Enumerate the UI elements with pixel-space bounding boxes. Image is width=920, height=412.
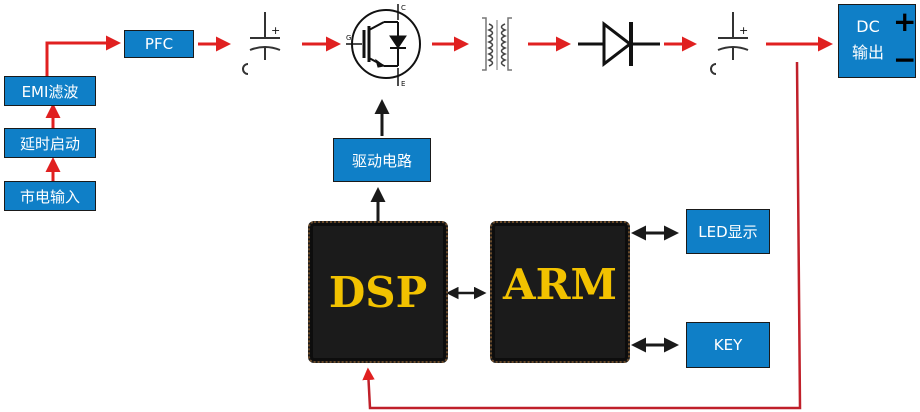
input-capacitor-icon: + xyxy=(242,12,281,75)
transformer-icon xyxy=(482,17,512,71)
led-display-block: LED显示 xyxy=(686,209,770,254)
arm-chip-label: ARM xyxy=(503,259,617,309)
diode-icon xyxy=(578,20,660,68)
soft-start-block: 延时启动 xyxy=(4,128,96,158)
dsp-chip: DSP xyxy=(308,221,448,363)
mains-input-block: 市电输入 xyxy=(4,181,96,211)
dsp-chip-label: DSP xyxy=(328,267,428,317)
dc-output-label-line1: DC xyxy=(856,17,880,36)
arm-chip: ARM xyxy=(490,221,630,363)
output-capacitor-icon: + xyxy=(710,12,749,75)
dc-output-label-line2: 输出 xyxy=(851,43,884,62)
emi-filter-block: EMI滤波 xyxy=(4,76,96,106)
arrow-emi-to-pfc xyxy=(45,35,121,76)
igbt-switch-icon: C E G xyxy=(346,4,421,88)
feedback-line xyxy=(362,61,802,410)
svg-text:E: E xyxy=(401,80,405,88)
dc-output-minus-sign: − xyxy=(893,43,917,76)
drive-circuit-block: 驱动电路 xyxy=(333,138,431,182)
svg-text:G: G xyxy=(346,34,351,42)
dc-output-plus-sign: + xyxy=(893,5,917,38)
svg-text:C: C xyxy=(401,4,406,12)
pfc-block: PFC xyxy=(124,30,194,58)
svg-text:+: + xyxy=(271,24,280,37)
key-block: KEY xyxy=(686,322,770,368)
dc-output-block: DC 输出 + − xyxy=(838,4,916,78)
svg-text:+: + xyxy=(739,24,748,37)
